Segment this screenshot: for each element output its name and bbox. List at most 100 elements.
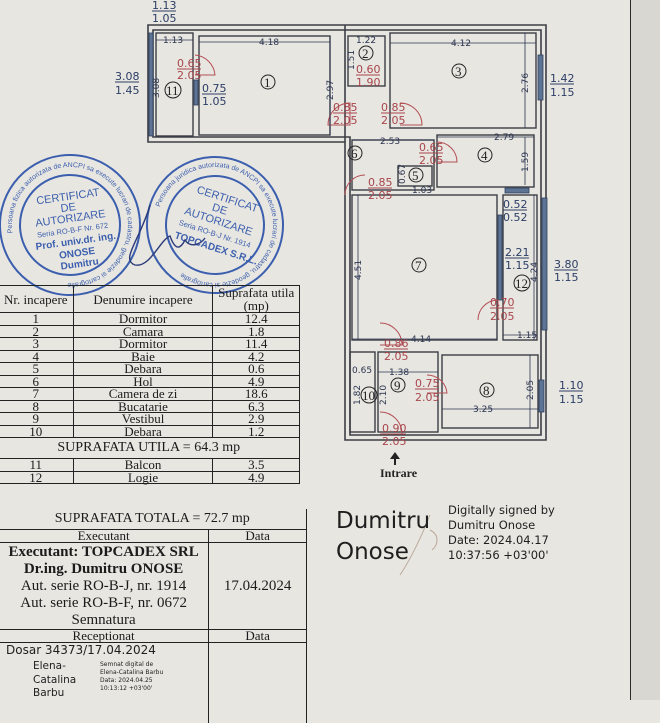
svg-text:2: 2 — [362, 46, 369, 61]
window-label: 3.081.45 — [115, 70, 140, 97]
svg-text:2.21: 2.21 — [505, 246, 530, 259]
room-9-vestibul — [377, 351, 439, 433]
authorization-1: Aut. serie RO-B-J, nr. 1914 — [20, 577, 187, 594]
window-label: 0.520.52 — [503, 198, 528, 224]
svg-text:1.90: 1.90 — [356, 76, 381, 89]
receiver-digital-line: Elena-Catalina Barbu — [100, 669, 164, 676]
room-10-debara — [349, 351, 376, 433]
signature-name-line: Dumitru — [336, 508, 431, 534]
svg-text:0.65: 0.65 — [419, 141, 444, 154]
cell-nr: 11 — [0, 458, 74, 472]
door-swing — [426, 374, 448, 394]
room-number-10: 10 — [360, 386, 378, 404]
cell-name: Camera de zi — [72, 387, 214, 401]
svg-text:1.22: 1.22 — [356, 36, 376, 46]
receiver-name-line: Catalina — [33, 673, 77, 686]
door-swing — [379, 322, 403, 346]
svg-text:2.05: 2.05 — [382, 435, 407, 448]
room-number-1: 1 — [260, 74, 276, 90]
svg-text:2.79: 2.79 — [494, 133, 514, 143]
svg-text:2.05: 2.05 — [381, 114, 406, 127]
door-label: 0.752.05 — [415, 377, 440, 404]
receiver-name-line: Barbu — [33, 687, 65, 699]
svg-text:3.08: 3.08 — [115, 70, 140, 83]
arrow-up-icon — [390, 452, 400, 465]
room-number-2: 2 — [358, 45, 374, 61]
svg-text:1.15: 1.15 — [554, 271, 579, 284]
svg-text:1.05: 1.05 — [152, 12, 177, 25]
execution-date: 17.04.2024 — [208, 542, 307, 630]
svg-text:6: 6 — [351, 146, 358, 161]
cell-area: 4.9 — [212, 470, 300, 484]
room-number-9: 9 — [390, 377, 406, 393]
door-label: 0.652.05 — [177, 57, 202, 82]
svg-text:0.75: 0.75 — [415, 377, 440, 390]
room-4-baie — [436, 134, 535, 188]
door-swing — [194, 54, 216, 76]
svg-text:3.25: 3.25 — [473, 405, 493, 415]
svg-text:1.10: 1.10 — [559, 379, 584, 392]
svg-text:3.08: 3.08 — [152, 78, 162, 98]
door-label: 0.652.05 — [419, 141, 444, 167]
svg-text:12: 12 — [515, 276, 528, 291]
signature-label: Semnatura — [71, 611, 136, 628]
svg-text:Dumitru: Dumitru — [60, 256, 100, 272]
svg-text:2.05: 2.05 — [368, 189, 393, 202]
svg-text:DE: DE — [60, 201, 77, 215]
window — [541, 197, 548, 331]
executant-person: Dr.ing. Dumitru ONOSE — [23, 560, 184, 577]
executant-details: Executant: TOPCADEX SRL Dr.ing. Dumitru … — [0, 542, 210, 630]
svg-text:1.42: 1.42 — [550, 72, 575, 85]
window-label: 1.421.15 — [550, 72, 575, 99]
svg-text:9: 9 — [394, 378, 401, 393]
door-label: 0.702.05 — [490, 296, 515, 323]
room-number-3: 3 — [451, 63, 467, 79]
svg-text:1.15: 1.15 — [517, 331, 537, 341]
digital-signature-name: Dumitru Onose — [336, 506, 430, 568]
window — [537, 54, 544, 101]
svg-text:2.53: 2.53 — [380, 137, 400, 147]
svg-text:1.59: 1.59 — [521, 152, 531, 172]
svg-text:1.82: 1.82 — [353, 385, 363, 405]
svg-text:4.24: 4.24 — [530, 262, 540, 282]
room-number-8: 8 — [479, 382, 495, 398]
door-swing — [344, 174, 366, 196]
signature-scribble — [399, 514, 438, 576]
useful-area-total: SUPRAFATA UTILA = 64.3 mp — [0, 437, 300, 459]
window — [538, 379, 545, 413]
svg-text:3: 3 — [455, 64, 462, 79]
room-2-camara — [347, 35, 386, 87]
svg-text:0.70: 0.70 — [490, 296, 515, 309]
window-label: 0.751.05 — [202, 82, 227, 108]
receiver-digital-signature: Semnat digital de Elena-Catalina Barbu D… — [100, 661, 163, 693]
cell-name: Camara — [72, 324, 214, 338]
svg-text:4.51: 4.51 — [354, 260, 364, 280]
svg-text:2.05: 2.05 — [490, 310, 515, 323]
header-area: Suprafata utila (mp) — [212, 285, 300, 313]
handwritten-signature — [128, 204, 206, 266]
room-8-bucatarie — [441, 354, 539, 429]
executant-header: Executant — [0, 529, 210, 543]
room-12-logie — [502, 194, 538, 341]
svg-text:1.05: 1.05 — [202, 95, 227, 108]
window — [148, 32, 154, 137]
svg-text:2.05: 2.05 — [177, 69, 202, 82]
svg-text:0.52: 0.52 — [503, 198, 528, 211]
door-label: 0.862.05 — [384, 337, 409, 363]
svg-text:4.14: 4.14 — [411, 335, 431, 345]
cell-nr: 10 — [0, 424, 74, 438]
cell-name: Logie — [72, 470, 214, 484]
cell-area: 1.2 — [212, 424, 300, 438]
digital-signature-details: Digitally signed by Dumitru Onose Date: … — [448, 503, 555, 563]
svg-text:0.65: 0.65 — [177, 57, 202, 70]
received-header: Receptionat — [0, 629, 210, 643]
svg-text:1.15: 1.15 — [559, 393, 584, 406]
receiver-name: Elena- Catalina Barbu — [33, 660, 76, 701]
door-label: 0.852.05 — [333, 101, 358, 127]
svg-text:2.05: 2.05 — [419, 154, 444, 167]
door-label: 0.852.05 — [381, 101, 406, 127]
dimension-labels: 1.13 4.18 1.22 1.51 2.97 3.08 4.12 2.76 … — [152, 36, 540, 415]
